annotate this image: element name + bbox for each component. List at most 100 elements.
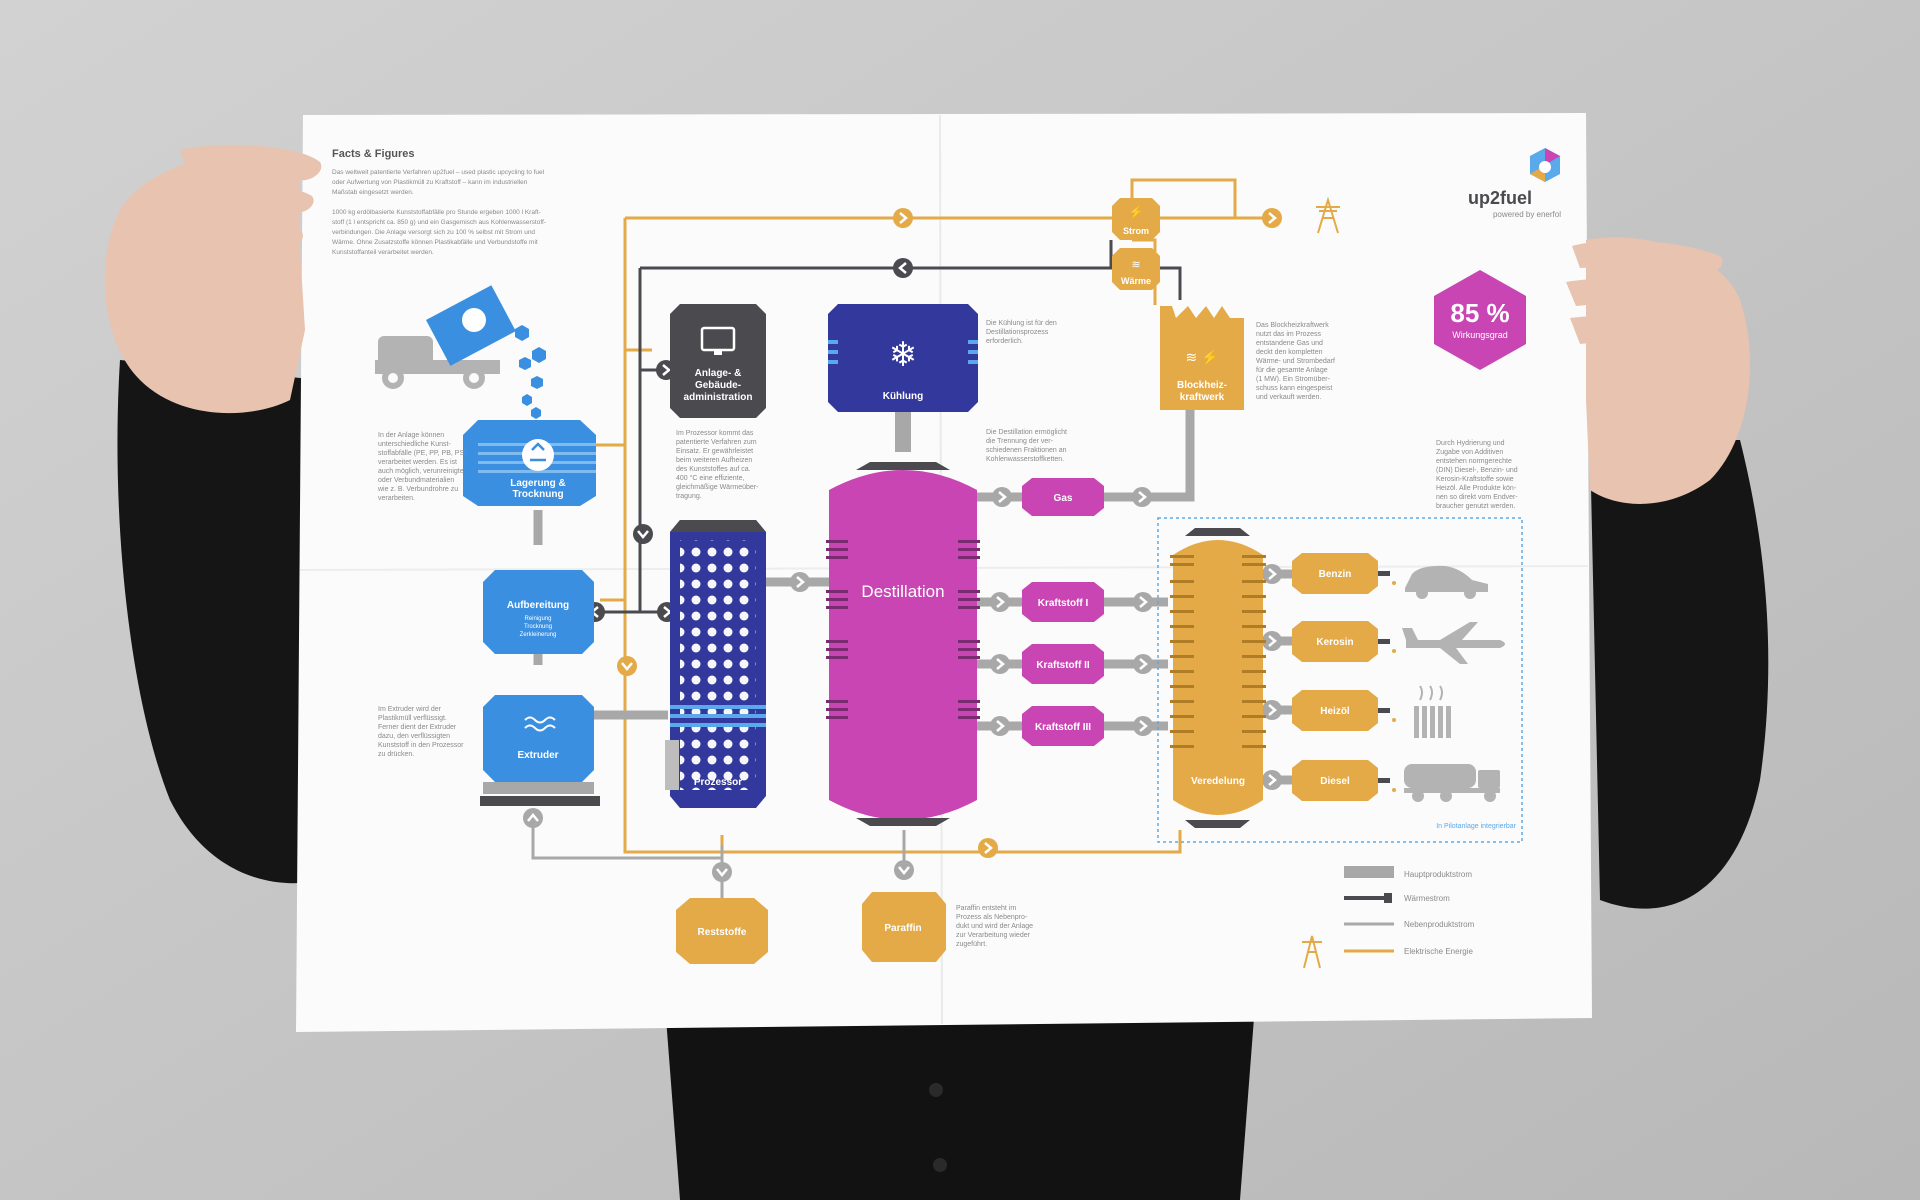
arrow-right-icon [990,654,1010,674]
note-line: stoffabfälle (PE, PP, PB, PS) [378,450,466,457]
preparation-sub: Trocknung [524,624,552,630]
power-node: ⚡ Strom [1112,198,1160,240]
admin-label: administration [684,392,753,403]
radiator-icon [1414,685,1451,738]
arrow-right-icon [1262,770,1282,790]
note-line: braucher genutzt werden. [1436,503,1515,510]
arrow-right-icon [978,838,998,858]
legend-label: Hauptproduktstrom [1404,870,1472,879]
kerosin-box: Kerosin [1292,621,1378,662]
refining-label: Veredelung [1191,776,1245,787]
note-line: 400 °C eine effiziente, [676,474,744,482]
arrow-right-icon [1262,208,1282,228]
note-paraffin: Paraffin entsteht im Prozess als Nebenpr… [956,905,1033,948]
arrow-right-icon [1133,592,1153,612]
arrow-down-icon [633,524,653,544]
distillation-label: Destillation [861,582,944,601]
note-line: Destillationsprozess [986,329,1049,336]
note-extruder: Im Extruder wird der Plastikmüll verflüs… [378,706,464,758]
arrow-right-icon [1262,631,1282,651]
arrow-right-icon [1132,487,1152,507]
note-line: auch möglich, verunreinigte [378,468,464,475]
note-line: beim weiteren Aufheizen [676,457,752,464]
heat-lightning-icon: ≋ ⚡ [1185,349,1218,366]
heat-node: ≋ Wärme [1112,248,1160,290]
admin-label: Gebäude- [695,380,741,391]
pilot-region [1157,517,1523,843]
diesel-box: Diesel [1292,760,1378,801]
note-line: gleichmäßige Wärmeüber- [676,484,759,491]
gas-label: Gas [1054,493,1073,504]
nozzles [1378,571,1396,792]
processor-unit: Prozessor [665,520,766,808]
snowflake-icon: ❄ [889,336,918,374]
legend-label: Nebenproduktstrom [1404,920,1475,929]
arrow-down-icon [617,656,637,676]
fuel-3-label: Kraftstoff III [1035,722,1091,733]
building-admin-unit: Anlage- & Gebäude- administration [670,304,766,418]
note-line: (DIN) Diesel-, Benzin- und [1436,467,1518,474]
storage-label: Lagerung & [510,478,566,489]
arrow-down-icon [894,860,914,880]
note-line: nutzt das im Prozess [1256,331,1321,338]
plastic-particles [515,325,546,419]
note-line: zu drücken. [378,751,414,758]
preparation-unit: Aufbereitung Reinigung Trocknung Zerklei… [483,570,594,654]
note-line: Paraffin entsteht im [956,905,1016,912]
flow-arrows [523,208,1282,882]
note-destillation: Die Destillation ermöglicht die Trennung… [986,429,1067,463]
note-line: Heizöl. Alle Produkte kön- [1436,485,1517,492]
intro-line: Kunststoffanteil verarbeitet werden. [332,249,434,256]
left-hand [104,144,322,414]
legend-label: Wärmestrom [1404,894,1450,903]
arrow-right-icon [893,208,913,228]
legend-pylon-icon [1302,935,1322,969]
legend-main-swatch [1344,866,1394,878]
note-line: Im Prozessor kommt das [676,430,754,437]
note-line: Kohlenwasserstoffketten. [986,456,1064,463]
arrow-down-icon [712,862,732,882]
power-pylon-icon [1316,196,1340,234]
fuel-2-box: Kraftstoff II [1022,644,1104,684]
recycle-icon [522,439,554,471]
paraffin-label: Paraffin [884,923,921,934]
note-veredelung: Durch Hydrierung und Zugabe von Additive… [1436,440,1518,510]
note-line: zur Verarbeitung wieder [956,932,1031,939]
diesel-label: Diesel [1320,776,1350,787]
left-arm [117,360,320,884]
note-line: erforderlich. [986,338,1023,345]
note-line: für die gesamte Anlage [1256,367,1328,374]
extruder-label: Extruder [517,750,558,761]
note-line: entstehen normgerechte [1436,458,1512,465]
extruder-unit: Extruder [480,695,600,806]
note-line: Plastikmüll verflüssigt. [378,715,447,722]
heat-wave-icon [524,716,556,732]
poster-title: Facts & Figures [332,148,415,160]
admin-label: Anlage- & [695,368,742,379]
brand-tagline: powered by enerfol [1493,210,1561,219]
residue-label: Reststoffe [698,927,747,938]
chp-label: Blockheiz- [1177,380,1227,391]
legend: Hauptproduktstrom Wärmestrom Nebenproduk… [1302,866,1475,969]
note-line: verarbeiten. [378,495,415,502]
arrow-right-icon [990,592,1010,612]
note-line: patentierte Verfahren zum [676,439,757,446]
residue-box: Reststoffe [676,898,768,964]
cooling-label: Kühlung [883,391,924,402]
right-arm [1590,440,1769,909]
arrow-right-icon [1262,700,1282,720]
note-line: schuss kann eingespeist [1256,385,1332,392]
tanker-truck-icon [1404,764,1500,802]
note-line: dukt und wird der Anlage [956,923,1033,930]
arrow-right-icon [992,487,1012,507]
note-line: Einsatz. Er gewährleistet [676,448,753,455]
intro-line: Das weltweit patentierte Verfahren up2fu… [332,169,545,176]
heizoel-label: Heizöl [1320,706,1350,717]
intro-line: stoff (1 l entspricht ca. 850 g) und ein… [332,219,546,226]
note-line: In der Anlage können [378,432,444,439]
arrow-up-icon [523,808,543,828]
note-line: zugeführt. [956,941,987,948]
storage-label: Trocknung [512,489,563,500]
benzin-box: Benzin [1292,553,1378,594]
